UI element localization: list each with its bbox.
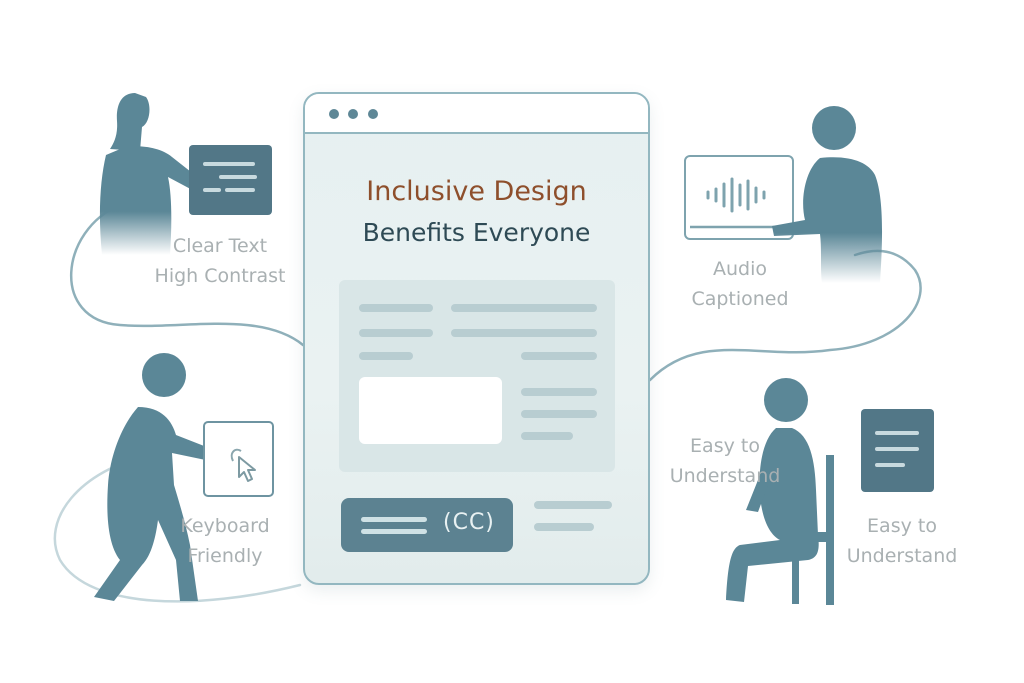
person-figure-icon (772, 106, 883, 283)
easy-card (861, 409, 934, 492)
label-line: Friendly (187, 545, 263, 567)
window-dot-icon (329, 109, 339, 119)
label-line: Audio (712, 258, 767, 280)
window-dot-icon (368, 109, 378, 119)
placeholder-line (534, 501, 612, 509)
placeholder-line (521, 352, 597, 360)
label-line: Understand (846, 545, 958, 567)
placeholder-line (359, 329, 433, 337)
person-figure-icon (726, 378, 834, 605)
placeholder-line (521, 388, 597, 396)
window-dot-icon (348, 109, 358, 119)
window-title: Inclusive Design (366, 176, 587, 207)
window-subtitle: Benefits Everyone (362, 218, 591, 247)
button-line (361, 517, 427, 522)
placeholder-line (521, 432, 573, 440)
placeholder-line (359, 352, 413, 360)
browser-window: Inclusive Design Benefits Everyone (CC) (303, 92, 650, 585)
keyboard-card (203, 421, 274, 497)
placeholder-line (451, 304, 597, 312)
clear-text-card (189, 145, 272, 215)
placeholder-line (359, 304, 433, 312)
person-seated (700, 370, 860, 610)
person-figure-icon (94, 353, 222, 601)
captions-button[interactable]: (CC) (341, 498, 513, 552)
cursor-icon (230, 448, 256, 482)
label-line: Easy to (867, 515, 937, 537)
label-line: Clear Text (172, 235, 268, 257)
person-clear-text (80, 85, 280, 265)
person-audio (760, 100, 890, 285)
button-line (361, 529, 427, 534)
window-titlebar (305, 94, 648, 134)
label-line: Keyboard (180, 515, 270, 537)
label-line: Easy to (690, 435, 760, 457)
audio-wave-icon (690, 177, 787, 229)
person-keyboard (80, 345, 230, 605)
label-keyboard: Keyboard Friendly (145, 511, 305, 571)
placeholder-line (451, 329, 597, 337)
label-audio: Audio Captioned (660, 254, 820, 314)
image-placeholder (359, 377, 502, 444)
label-line: Understand (669, 465, 781, 487)
label-easy-right: Easy to Understand (822, 511, 982, 571)
label-easy-left: Easy to Understand (645, 431, 805, 491)
label-line: Captioned (691, 288, 789, 310)
content-panel (339, 280, 615, 472)
placeholder-line (534, 523, 594, 531)
label-line: High Contrast (154, 265, 286, 287)
closed-captions-icon: (CC) (443, 510, 495, 535)
person-figure-icon (99, 93, 205, 255)
placeholder-line (521, 410, 597, 418)
label-clear-text: Clear Text High Contrast (140, 231, 300, 291)
